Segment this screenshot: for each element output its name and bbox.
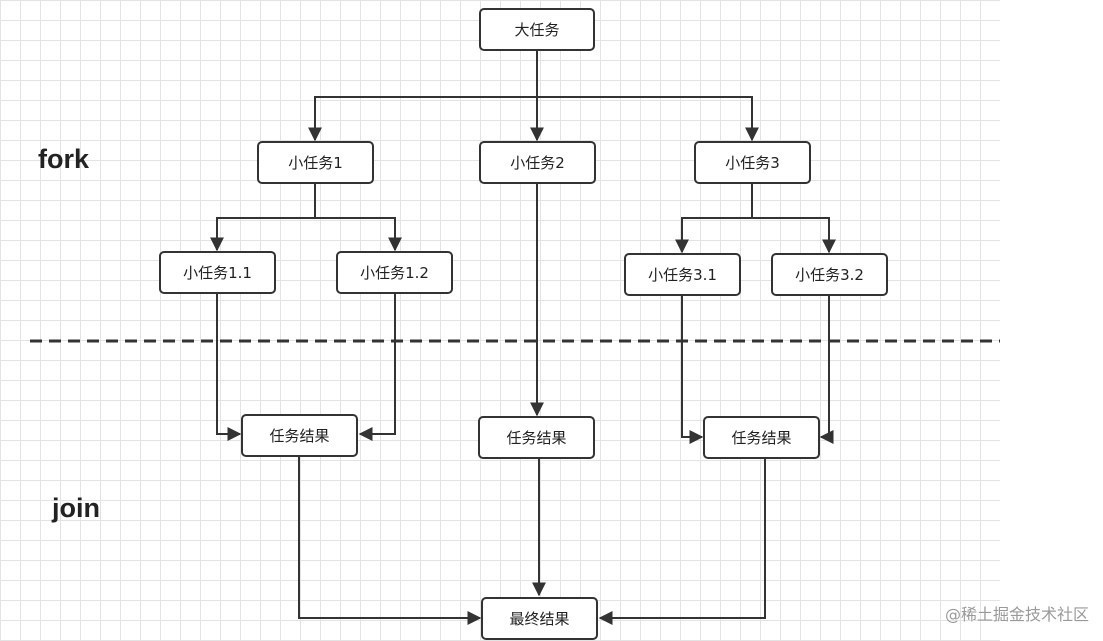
node-task-1-2: 小任务1.2 (336, 251, 453, 294)
edge-task1-to-1-1 (210, 217, 315, 252)
watermark: @稀土掘金技术社区 (944, 605, 1089, 624)
edge-3-1-to-result3 (681, 296, 704, 444)
node-task-3-1: 小任务3.1 (624, 253, 741, 296)
edge-task3-to-3-2 (752, 217, 836, 254)
edge-3-2-to-result3 (819, 296, 834, 444)
node-task-3: 小任务3 (694, 141, 811, 184)
node-task-3-2: 小任务3.2 (771, 253, 888, 296)
fork-label: fork (38, 144, 90, 174)
edge-task3-to-3-1 (675, 217, 752, 254)
node-result-3: 任务结果 (703, 416, 820, 459)
edge-result3-to-final (598, 459, 766, 625)
grid-background (0, 0, 1000, 641)
edge-root-to-task3 (537, 96, 759, 142)
node-result-1: 任务结果 (241, 414, 358, 457)
join-label: join (52, 493, 100, 523)
edge-1-2-to-result1 (358, 294, 396, 441)
node-final-result: 最终结果 (481, 597, 598, 640)
node-task-1-1: 小任务1.1 (159, 251, 276, 294)
node-task-1: 小任务1 (257, 141, 374, 184)
edge-1-1-to-result1 (216, 294, 242, 441)
node-task-2: 小任务2 (479, 141, 596, 184)
node-root-task: 大任务 (479, 8, 595, 51)
node-result-2: 任务结果 (478, 416, 595, 459)
edge-root-to-task1 (308, 96, 537, 142)
edge-task1-to-1-2 (315, 217, 402, 252)
edge-result1-to-final (298, 456, 482, 625)
